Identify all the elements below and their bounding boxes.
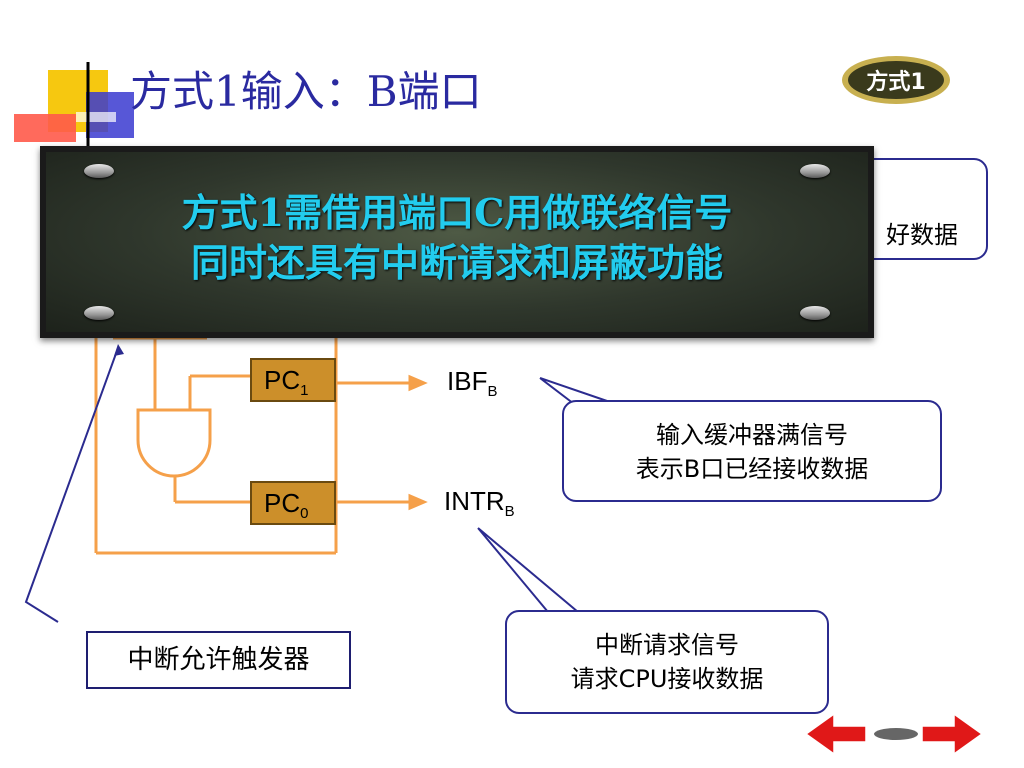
pin-pc0-sub: 0 — [300, 505, 309, 523]
callout-ibf-line1: 输入缓冲器满信号 — [656, 421, 848, 449]
callout-intr-line1: 中断请求信号 — [595, 631, 739, 659]
and-gate — [136, 408, 212, 478]
callout-intr-line2: 请求CPU接收数据 — [570, 665, 764, 693]
badge-shape: 方式1 — [842, 56, 950, 104]
screw-icon — [84, 306, 114, 320]
pin-pc1-name: PC — [264, 365, 301, 395]
next-arrow-icon[interactable] — [921, 712, 984, 756]
blackboard-line-2: 同时还具有中断请求和屏蔽功能 — [190, 240, 723, 285]
blackboard-line-1: 方式1需借用端口C用做联络信号 — [181, 190, 733, 235]
signal-intr-name: INTR — [444, 486, 505, 516]
pointer-intr — [477, 527, 581, 613]
arrow-ibf — [408, 374, 428, 392]
callout-ibf: 输入缓冲器满信号 表示B口已经接收数据 — [562, 400, 942, 502]
corner-decoration — [14, 62, 134, 150]
screw-icon — [84, 164, 114, 178]
pin-pc1-sub: 1 — [300, 382, 309, 400]
pin-pc0: PC0 — [250, 481, 336, 525]
badge-label: 方式1 — [866, 69, 925, 95]
signal-ibf: IBFB — [447, 366, 497, 400]
pin-pc1: PC1 — [250, 358, 336, 402]
blackboard-text: 方式1需借用端口C用做联络信号 同时还具有中断请求和屏蔽功能 — [46, 188, 868, 288]
pointer-inte — [24, 347, 119, 623]
callout-top-text: 好数据 — [886, 221, 958, 249]
screw-icon — [800, 306, 830, 320]
pin-pc0-name: PC — [264, 488, 301, 518]
nav-arrows[interactable] — [806, 710, 986, 758]
pointer-inte-head — [114, 344, 124, 356]
arrow-intr — [408, 493, 428, 511]
prev-arrow-icon[interactable] — [806, 712, 867, 756]
signal-ibf-sub: B — [487, 383, 498, 401]
signal-intr-sub: B — [504, 503, 515, 521]
separator-icon — [874, 728, 918, 740]
inte-flipflop-label: 中断允许触发器 — [86, 631, 351, 689]
signal-ibf-name: IBF — [447, 366, 488, 396]
callout-intr: 中断请求信号 请求CPU接收数据 — [505, 610, 829, 714]
mode-badge[interactable]: 方式1 — [840, 54, 952, 106]
blackboard-note: 方式1需借用端口C用做联络信号 同时还具有中断请求和屏蔽功能 — [40, 146, 874, 338]
signal-intr: INTRB — [444, 486, 515, 520]
page-title: 方式1输入：B端口 — [130, 67, 482, 116]
callout-ibf-line2: 表示B口已经接收数据 — [635, 455, 869, 483]
wire-frame — [94, 330, 338, 555]
screw-icon — [800, 164, 830, 178]
